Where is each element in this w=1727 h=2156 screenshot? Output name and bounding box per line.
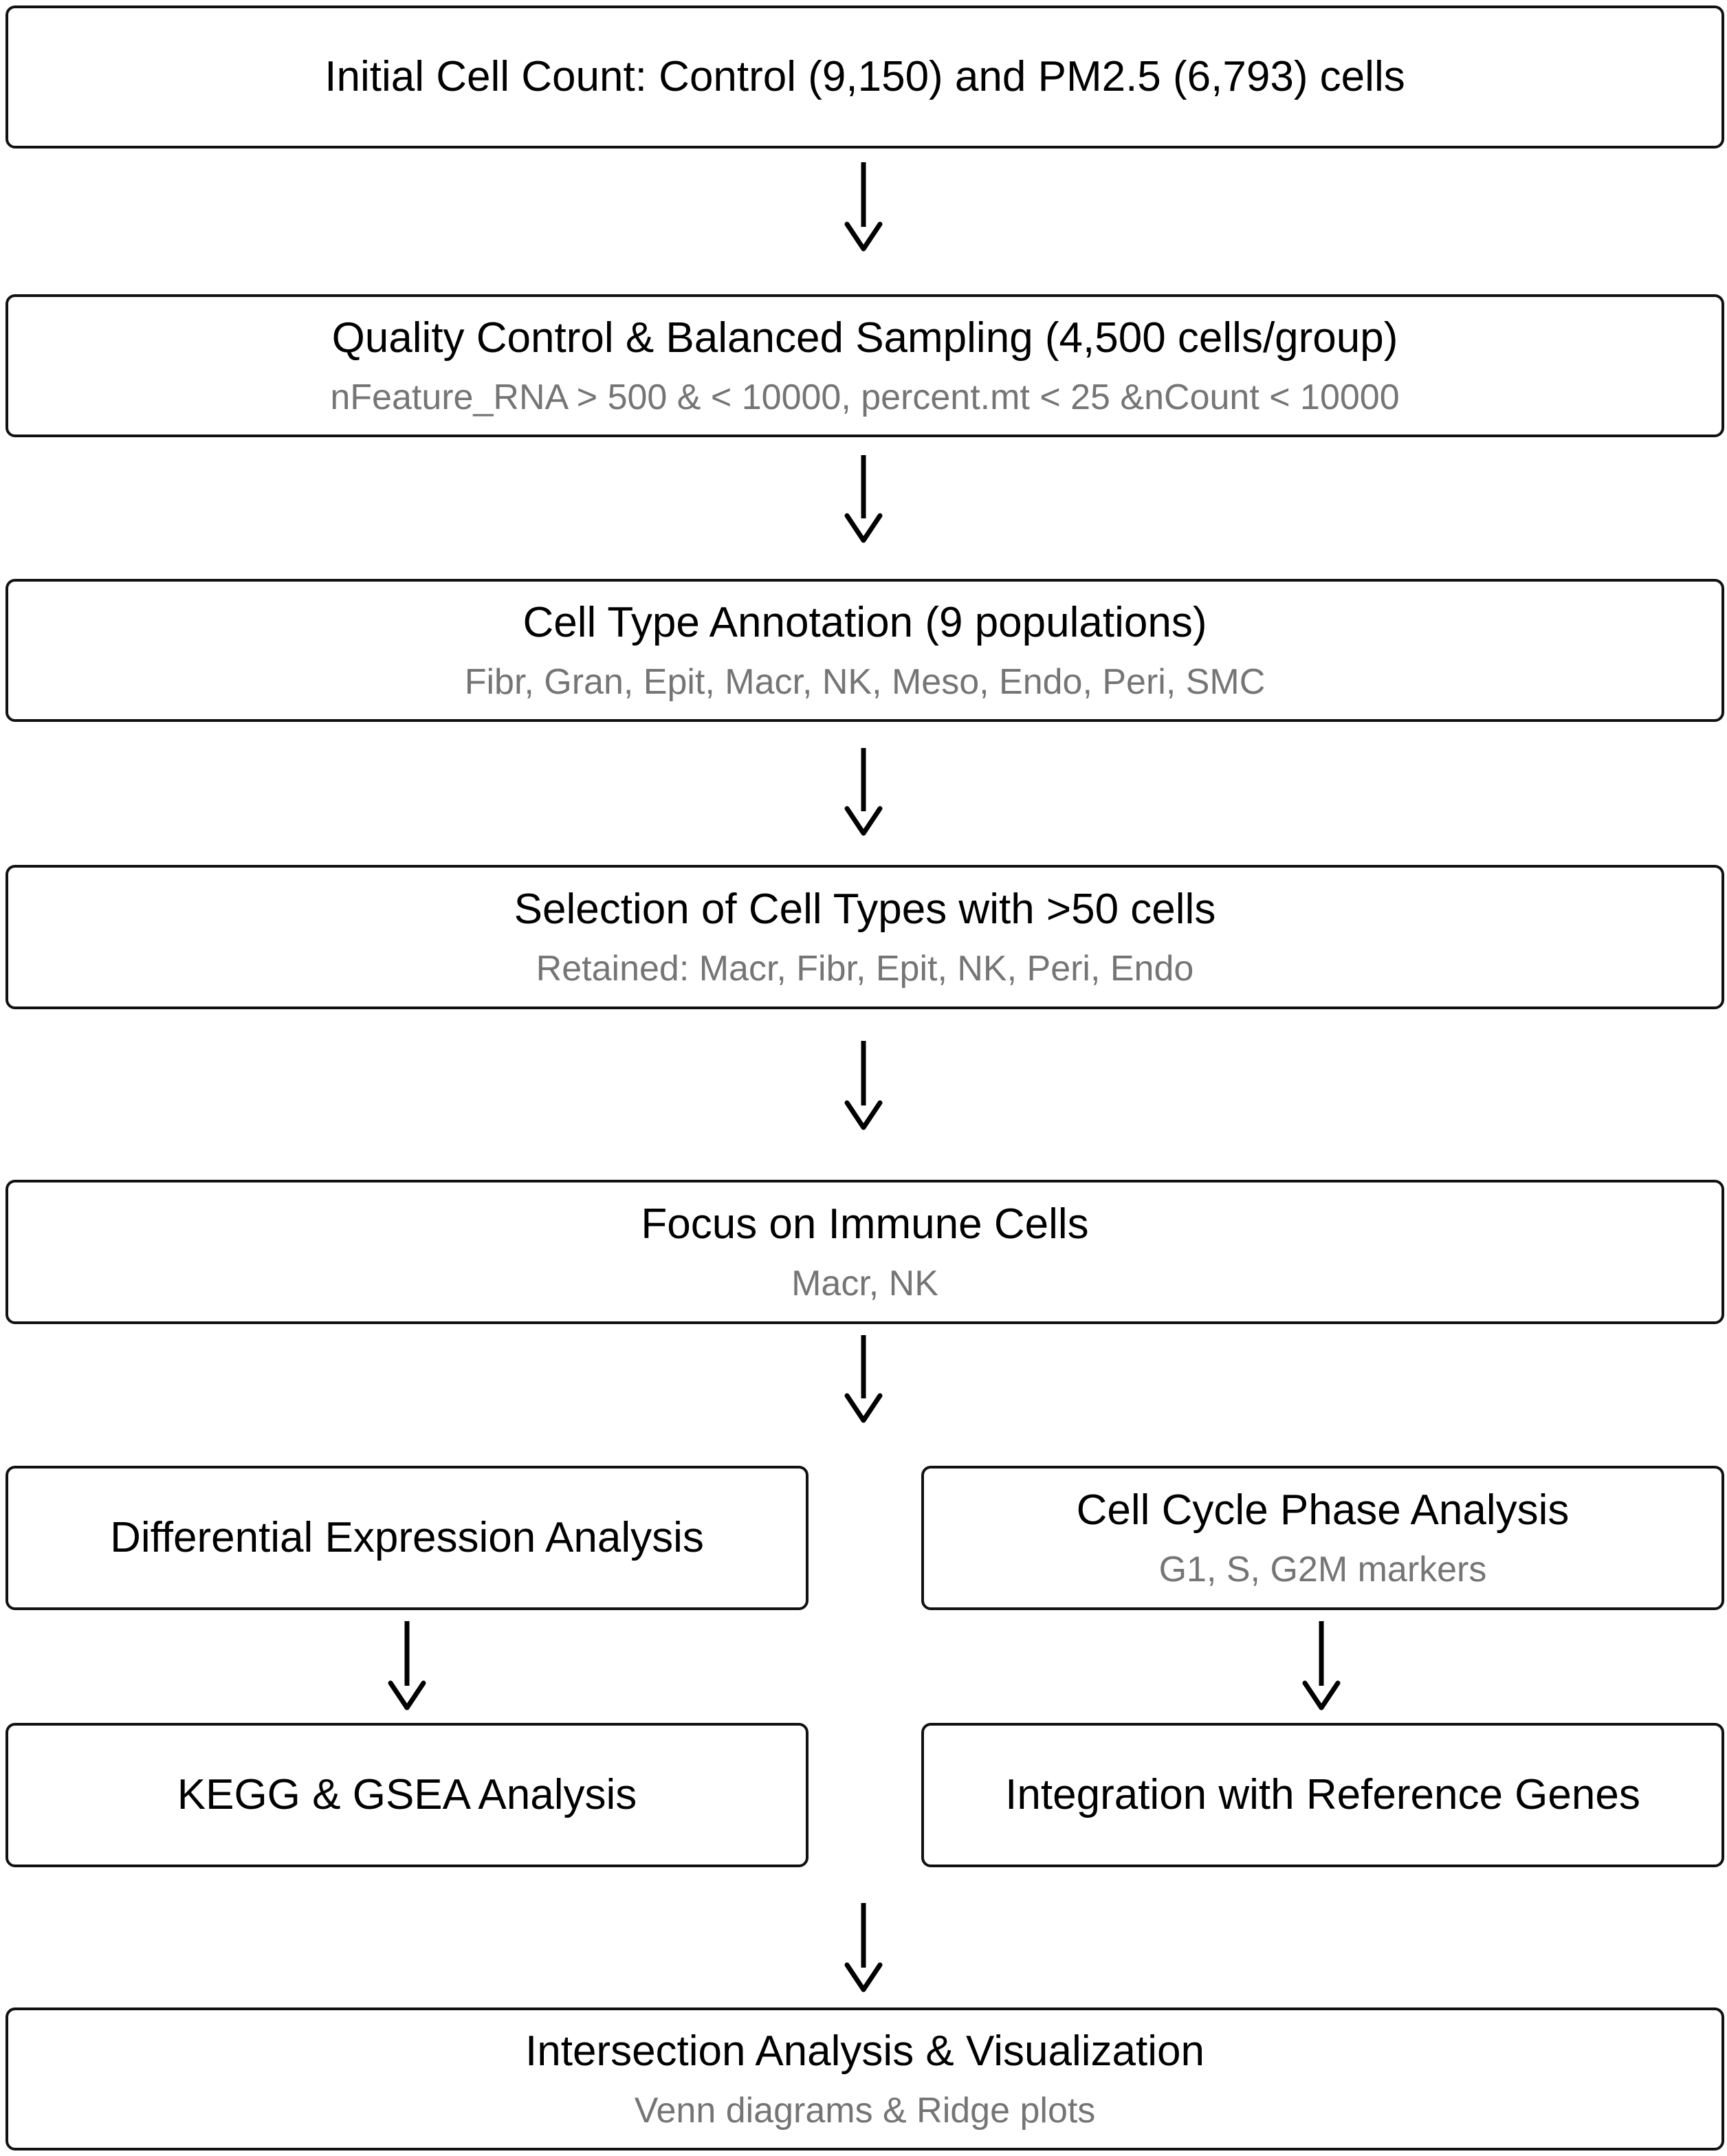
step-initial-cell-count: Initial Cell Count: Control (9,150) and … <box>6 6 1724 148</box>
step-title: Focus on Immune Cells <box>641 1200 1089 1248</box>
step-title: Cell Cycle Phase Analysis <box>1076 1486 1570 1534</box>
step-subtitle: Venn diagrams & Ridge plots <box>634 2091 1096 2131</box>
step-title: Selection of Cell Types with >50 cells <box>514 885 1216 933</box>
arrowhead <box>844 513 883 543</box>
step-reference-integration: Integration with Reference Genes <box>921 1723 1724 1867</box>
step-title: Intersection Analysis & Visualization <box>525 2027 1204 2075</box>
step-cell-cycle-phase: Cell Cycle Phase Analysis G1, S, G2M mar… <box>921 1466 1724 1610</box>
arrowhead <box>844 806 883 836</box>
step-subtitle: nFeature_RNA > 500 & < 10000, percent.mt… <box>330 377 1400 417</box>
step-title: Quality Control & Balanced Sampling (4,5… <box>331 314 1398 362</box>
step-subtitle: Retained: Macr, Fibr, Epit, NK, Peri, En… <box>536 949 1194 989</box>
step-title: KEGG & GSEA Analysis <box>177 1770 637 1818</box>
arrowhead <box>844 1100 883 1130</box>
arrowhead <box>844 1393 883 1423</box>
arrowhead <box>388 1680 426 1710</box>
step-title: Cell Type Annotation (9 populations) <box>522 598 1207 646</box>
step-cell-type-selection: Selection of Cell Types with >50 cells R… <box>6 865 1724 1009</box>
step-subtitle: G1, S, G2M markers <box>1158 1550 1487 1590</box>
step-quality-control: Quality Control & Balanced Sampling (4,5… <box>6 294 1724 437</box>
step-intersection-analysis: Intersection Analysis & Visualization Ve… <box>6 2008 1724 2150</box>
step-subtitle: Fibr, Gran, Epit, Macr, NK, Meso, Endo, … <box>464 662 1266 702</box>
step-title: Differential Expression Analysis <box>110 1513 704 1561</box>
step-immune-focus: Focus on Immune Cells Macr, NK <box>6 1180 1724 1324</box>
step-kegg-gsea: KEGG & GSEA Analysis <box>6 1723 808 1867</box>
step-title: Initial Cell Count: Control (9,150) and … <box>324 52 1405 100</box>
arrowhead <box>844 1962 883 1992</box>
step-cell-type-annotation: Cell Type Annotation (9 populations) Fib… <box>6 579 1724 722</box>
step-differential-expression: Differential Expression Analysis <box>6 1466 808 1610</box>
step-title: Integration with Reference Genes <box>1005 1770 1640 1818</box>
arrowhead <box>1302 1680 1341 1710</box>
arrowhead <box>844 221 883 252</box>
step-subtitle: Macr, NK <box>791 1264 938 1304</box>
